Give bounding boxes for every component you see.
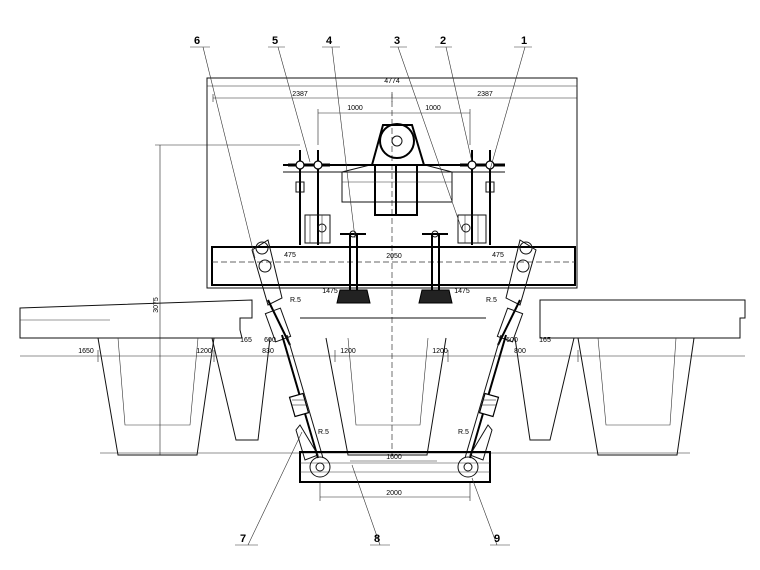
callout-1: 1 bbox=[521, 35, 527, 47]
dim-label-deck-mid-left: 1200 bbox=[196, 348, 212, 355]
dim-label-edge-left-a: 165 bbox=[240, 337, 252, 344]
dim-label-deck-center-left: 1200 bbox=[340, 348, 356, 355]
upper-frame-outline bbox=[206, 77, 578, 289]
screw-jack-left: 1475 bbox=[322, 230, 371, 304]
dim-label-bottom-outer: 2000 bbox=[386, 490, 402, 497]
dim-label-beam-right: 475 bbox=[492, 252, 504, 259]
dim-label-deck-right: 800 bbox=[514, 348, 526, 355]
dim-label-edge-right-b: 165 bbox=[539, 337, 551, 344]
dim-label-right-span: 2387 bbox=[477, 91, 493, 98]
callout-8: 8 bbox=[374, 533, 380, 545]
dim-label-bottom-inner: 1600 bbox=[386, 454, 402, 461]
winch-assembly bbox=[341, 123, 453, 216]
dim-label-deck-center-right: 1200 bbox=[432, 348, 448, 355]
dim-label-beam-left: 475 bbox=[284, 252, 296, 259]
bottom-spreader-beam: 1600 2000 bbox=[299, 451, 491, 501]
callout-4: 4 bbox=[326, 35, 333, 47]
callout-3: 3 bbox=[394, 35, 400, 47]
dimension-height: 3075 bbox=[153, 144, 300, 455]
dim-label-small-right-low: R.5 bbox=[458, 429, 469, 436]
callout-7: 7 bbox=[240, 533, 246, 545]
dim-label-small-right-top: R.5 bbox=[486, 297, 497, 304]
dimension-span: 2387 2387 bbox=[212, 91, 577, 102]
callout-9: 9 bbox=[494, 533, 500, 545]
right-jack-pair bbox=[457, 150, 505, 245]
dim-label-edge-left-b: 600 bbox=[264, 337, 276, 344]
dim-label-beam-center: 2050 bbox=[386, 253, 402, 260]
dim-label-edge-right-a: 600 bbox=[506, 337, 518, 344]
dim-label-overall: 4774 bbox=[384, 78, 400, 85]
dim-label-pad-left: 1475 bbox=[322, 288, 338, 295]
right-suspension-rod: R.5 bbox=[458, 334, 507, 461]
left-suspension-rod: R.5 bbox=[281, 334, 329, 461]
dim-label-small-left-low: R.5 bbox=[318, 429, 329, 436]
dim-label-edge-left-c: 830 bbox=[262, 348, 274, 355]
dimension-overall-width: 4774 bbox=[206, 78, 578, 90]
left-jack-pair bbox=[288, 150, 331, 245]
callout-5: 5 bbox=[272, 35, 278, 47]
screw-jack-right: 1475 bbox=[418, 230, 470, 304]
dim-label-height: 3075 bbox=[153, 297, 160, 313]
dim-label-small-left-top: R.5 bbox=[290, 297, 301, 304]
callout-6: 6 bbox=[194, 35, 200, 47]
box-girder-deck bbox=[19, 299, 746, 456]
dimension-inner: 1000 1000 bbox=[317, 105, 471, 145]
dim-label-left-span: 2387 bbox=[292, 91, 308, 98]
callout-leaders bbox=[190, 46, 532, 546]
dim-label-inner-right: 1000 bbox=[425, 105, 441, 112]
dim-label-pad-right: 1475 bbox=[454, 288, 470, 295]
dim-label-deck-left: 1650 bbox=[78, 348, 94, 355]
callout-2: 2 bbox=[440, 35, 446, 47]
dim-label-inner-left: 1000 bbox=[347, 105, 363, 112]
